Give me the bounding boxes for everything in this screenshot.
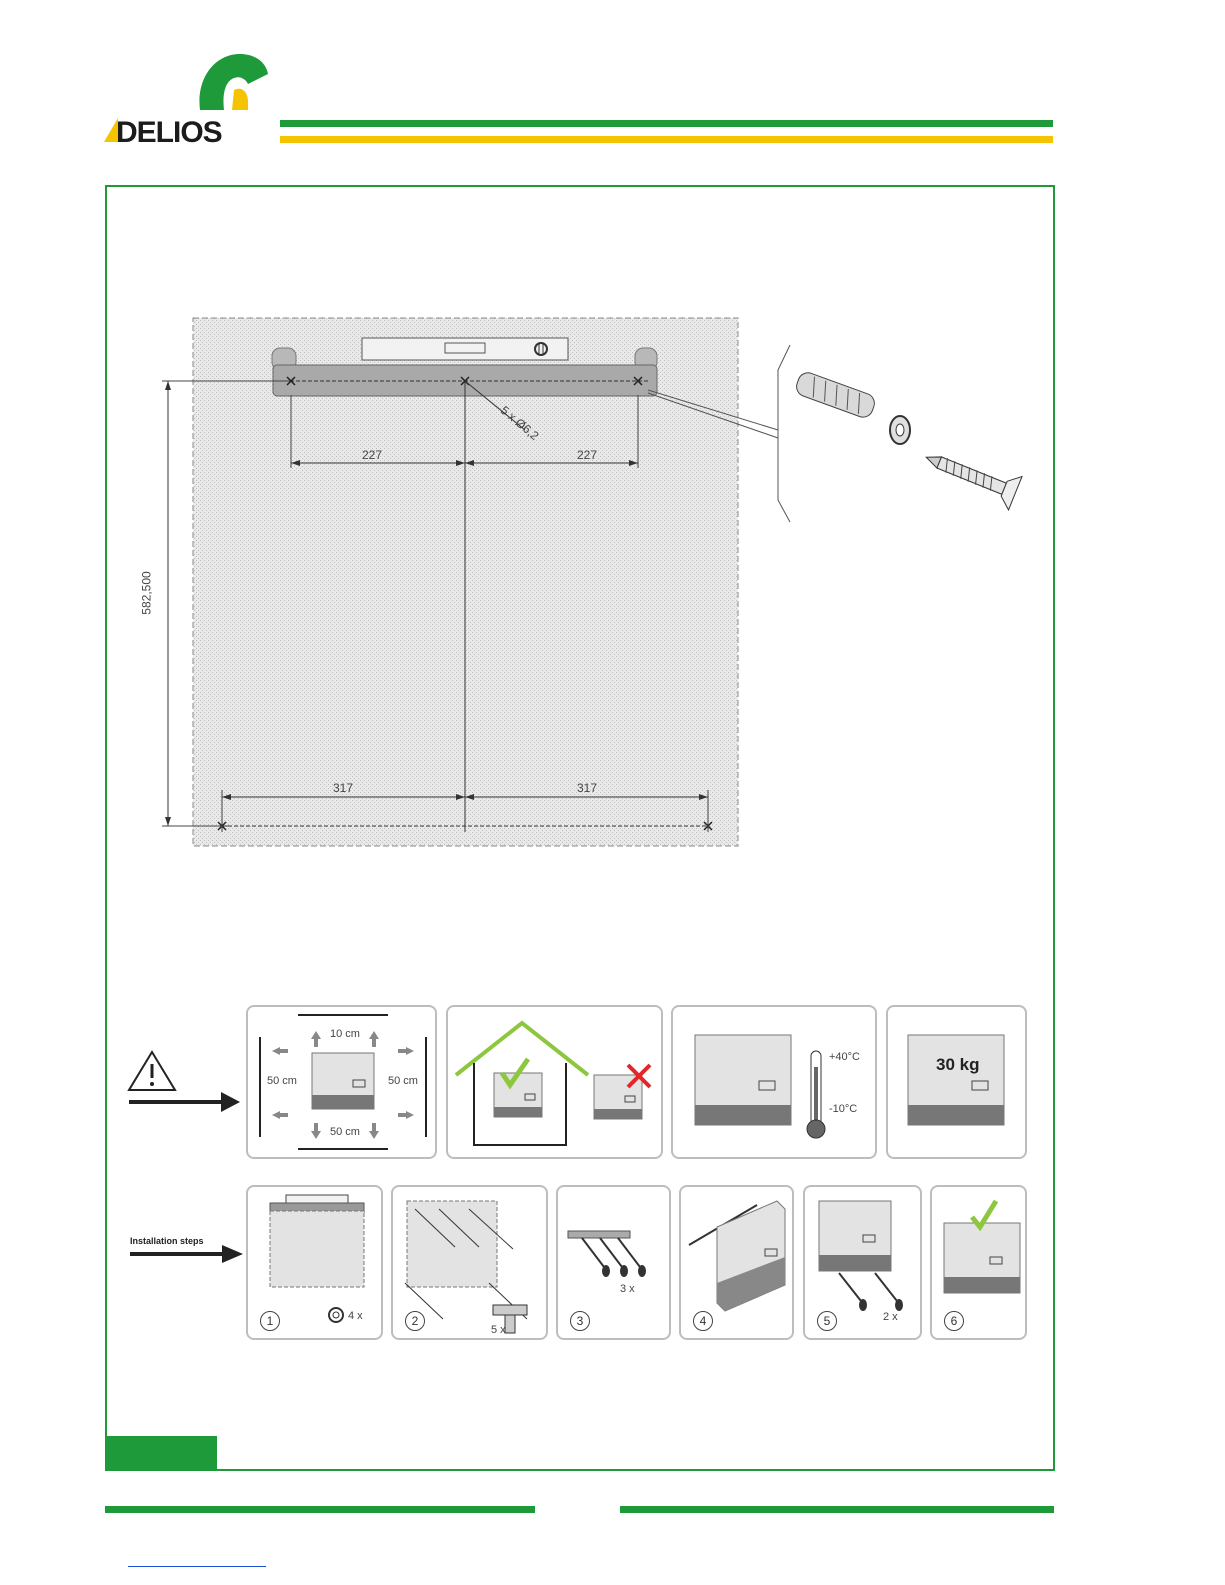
footer-bar-right <box>620 1506 1054 1513</box>
temp-min: -10°C <box>829 1103 857 1115</box>
mounting-plan-diagram <box>130 310 1040 860</box>
dim-top-left: 227 <box>362 448 382 462</box>
header-green-bar <box>280 120 1053 127</box>
footer-bar-left <box>105 1506 535 1513</box>
clearance-panel: 10 cm 50 cm 50 cm 50 cm <box>246 1005 437 1159</box>
step-5-qty: 2 x <box>883 1311 898 1323</box>
step-5-panel: 5 2 x <box>803 1185 922 1340</box>
step-number-2: 2 <box>405 1311 425 1331</box>
installation-arrow-icon <box>128 1245 246 1267</box>
footer-link-underline[interactable] <box>128 1566 266 1567</box>
dim-bottom-right: 317 <box>577 781 597 795</box>
step-3-panel: 3 3 x <box>556 1185 671 1340</box>
dim-bottom-left: 317 <box>333 781 353 795</box>
step-4-panel: 4 <box>679 1185 794 1340</box>
check-icon <box>502 1059 528 1085</box>
dim-top-right: 227 <box>577 448 597 462</box>
step-3-qty: 3 x <box>620 1283 635 1295</box>
step-number-4: 4 <box>693 1311 713 1331</box>
step-2-panel: 2 5 x <box>391 1185 548 1340</box>
step-1-qty: 4 x <box>348 1310 363 1322</box>
indoor-panel <box>446 1005 663 1159</box>
clearance-right: 50 cm <box>388 1075 418 1087</box>
step-6-panel: 6 <box>930 1185 1027 1340</box>
step-number-6: 6 <box>944 1311 964 1331</box>
dim-vertical: 582,500 <box>140 571 154 614</box>
clearance-left: 50 cm <box>267 1075 297 1087</box>
clearance-top: 10 cm <box>330 1028 360 1040</box>
step-number-1: 1 <box>260 1311 280 1331</box>
weight-label: 30 kg <box>936 1055 979 1075</box>
weight-panel: 30 kg <box>886 1005 1027 1159</box>
delios-logo: DELIOS <box>100 48 270 148</box>
page-tab-block <box>105 1436 217 1471</box>
step-number-5: 5 <box>817 1311 837 1331</box>
warning-arrow <box>125 1050 245 1120</box>
cross-icon <box>628 1065 650 1087</box>
step-2-qty: 5 x <box>491 1324 506 1336</box>
header-yellow-bar <box>280 136 1053 143</box>
temp-max: +40°C <box>829 1051 860 1063</box>
thermometer-icon <box>809 1051 831 1139</box>
check-icon <box>972 1201 996 1227</box>
step-1-panel: 1 4 x <box>246 1185 383 1340</box>
temperature-panel: +40°C -10°C <box>671 1005 877 1159</box>
tape-icon <box>328 1307 344 1323</box>
step-number-3: 3 <box>570 1311 590 1331</box>
svg-text:DELIOS: DELIOS <box>116 116 222 148</box>
clearance-bottom: 50 cm <box>330 1126 360 1138</box>
